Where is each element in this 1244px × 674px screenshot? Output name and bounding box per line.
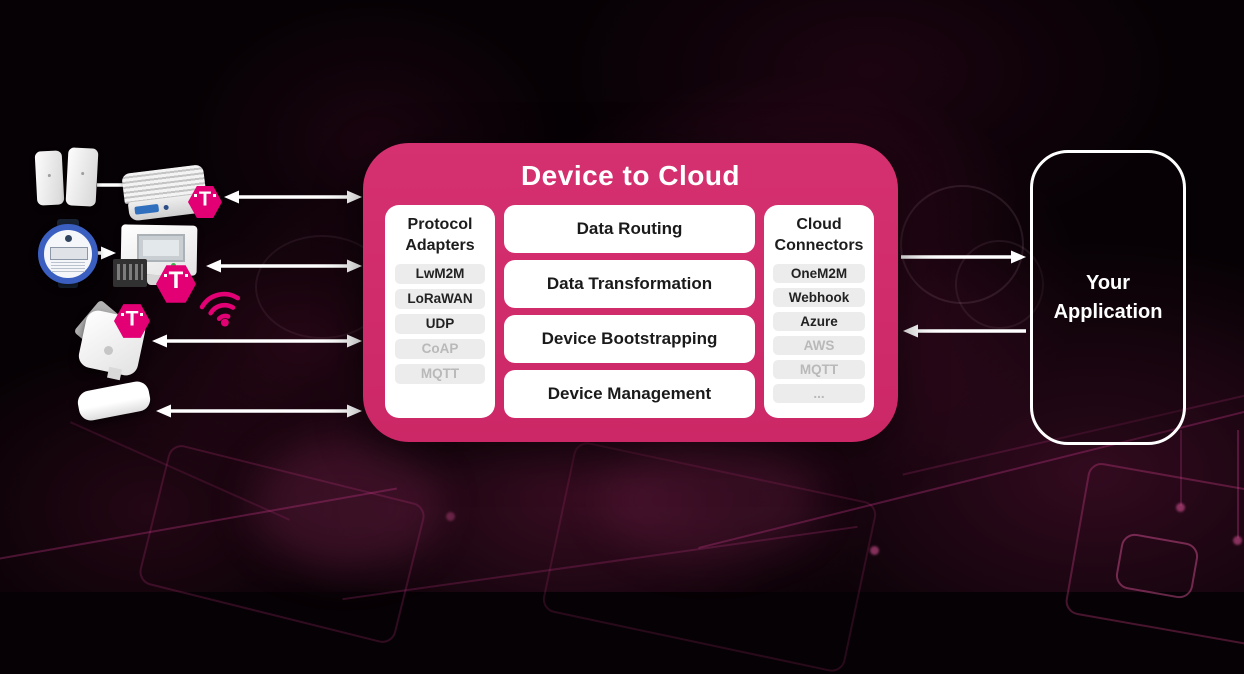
circuit-trace: [69, 421, 291, 521]
water-meter-icon: [38, 219, 98, 288]
magenta-haze: [250, 440, 440, 570]
protocol-pill-lwm2m: LwM2M: [395, 263, 485, 284]
circuit-trace: [1180, 430, 1182, 506]
circuit-trace: [540, 439, 879, 674]
capabilities-column: Data Routing Data Transformation Device …: [504, 205, 755, 418]
cloud-connectors-title: Cloud Connectors: [774, 216, 864, 255]
capability-device-management: Device Management: [504, 370, 755, 418]
telekom-t: T: [198, 188, 212, 211]
protocol-pill-coap: CoAP: [395, 338, 485, 359]
card-title: Device to Cloud: [520, 160, 741, 191]
capability-device-bootstrapping: Device Bootstrapping: [504, 315, 755, 363]
capability-data-transformation: Data Transformation: [504, 260, 755, 308]
protocol-pill-lorawan: LoRaWAN: [395, 288, 485, 309]
connector-pill-onem2m: OneM2M: [773, 263, 865, 283]
circuit-trace: [0, 487, 397, 563]
circuit-trace: [1113, 531, 1201, 601]
your-application-label: Your Application: [1053, 271, 1163, 323]
circuit-trace: [342, 525, 858, 601]
circuit-trace: [1237, 430, 1239, 538]
strip-iot-sensor-icon: [75, 379, 153, 423]
protocol-adapters-title: Protocol Adapters: [405, 216, 475, 255]
device-to-cloud-card: Device to Cloud Protocol Adapters LwM2M …: [363, 143, 898, 442]
circuit-node: [1176, 503, 1185, 512]
circuit-trace: [1063, 460, 1244, 654]
protocol-pill-udp: UDP: [395, 313, 485, 334]
square-iot-sensor-icon: [73, 299, 154, 381]
wifi-icon: [194, 281, 249, 333]
connector-pill-aws: AWS: [773, 335, 865, 355]
cloud-connectors-panel: Cloud Connectors OneM2M Webhook Azure AW…: [764, 205, 874, 418]
cloud-outline: [900, 185, 1024, 304]
connector-pill-webhook: Webhook: [773, 287, 865, 307]
circuit-trace: [136, 442, 428, 646]
protocol-pill-mqtt: MQTT: [395, 363, 485, 384]
connector-pill-more: ...: [773, 383, 865, 403]
protocol-adapters-panel: Protocol Adapters LwM2M LoRaWAN UDP CoAP…: [385, 205, 495, 418]
circuit-node: [446, 512, 455, 521]
circuit-node: [1233, 536, 1242, 545]
connector-pill-mqtt: MQTT: [773, 359, 865, 379]
your-application-box: Your Application: [1030, 150, 1186, 445]
circuit-node: [870, 546, 879, 555]
connector-pill-azure: Azure: [773, 311, 865, 331]
capability-data-routing: Data Routing: [504, 205, 755, 253]
magenta-haze: [600, 440, 820, 560]
